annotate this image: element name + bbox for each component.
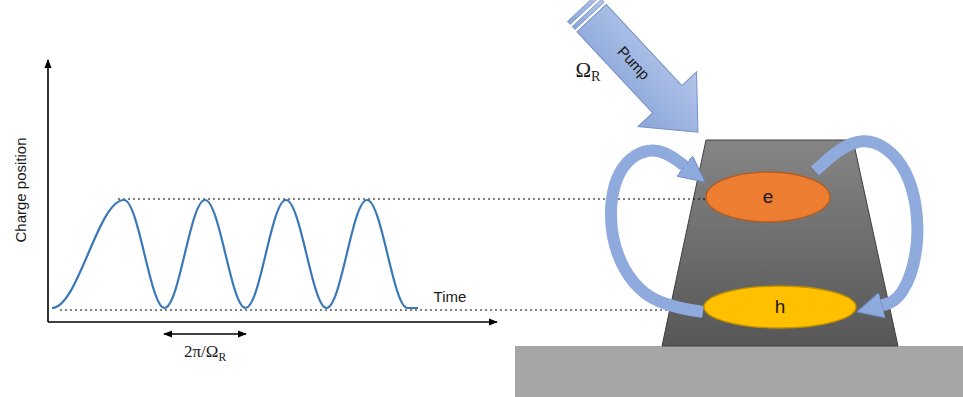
y-axis [47,60,49,322]
rabi-frequency-label: ΩR [575,58,600,82]
text-part: e [763,186,774,207]
ellipse-shape [704,286,856,328]
block-arrow-shape [562,0,727,159]
text-part: Ω [575,58,591,82]
hole-ellipse: h [703,285,857,329]
period-arrow [164,333,246,334]
subscript: R [218,351,226,364]
cycle-arrow [611,150,703,311]
electron-ellipse: e [705,171,831,223]
text-part: Time [434,288,467,305]
oscillation-curve [52,200,418,308]
ellipse-shape [706,172,830,222]
substrate [515,346,963,397]
subscript: R [591,68,601,84]
axis-title: Time [434,288,467,305]
dotted-guide [60,310,703,311]
cycle-arrow [815,141,917,305]
period-label: 2π/ΩR [184,342,226,362]
text-part: Charge position [12,137,29,242]
node-text: h [775,297,786,318]
text-part: 2π/Ω [184,342,218,361]
x-axis [48,321,497,323]
node-text: e [763,187,774,208]
axis-title: Charge position [12,137,29,242]
text-part: h [775,296,786,317]
